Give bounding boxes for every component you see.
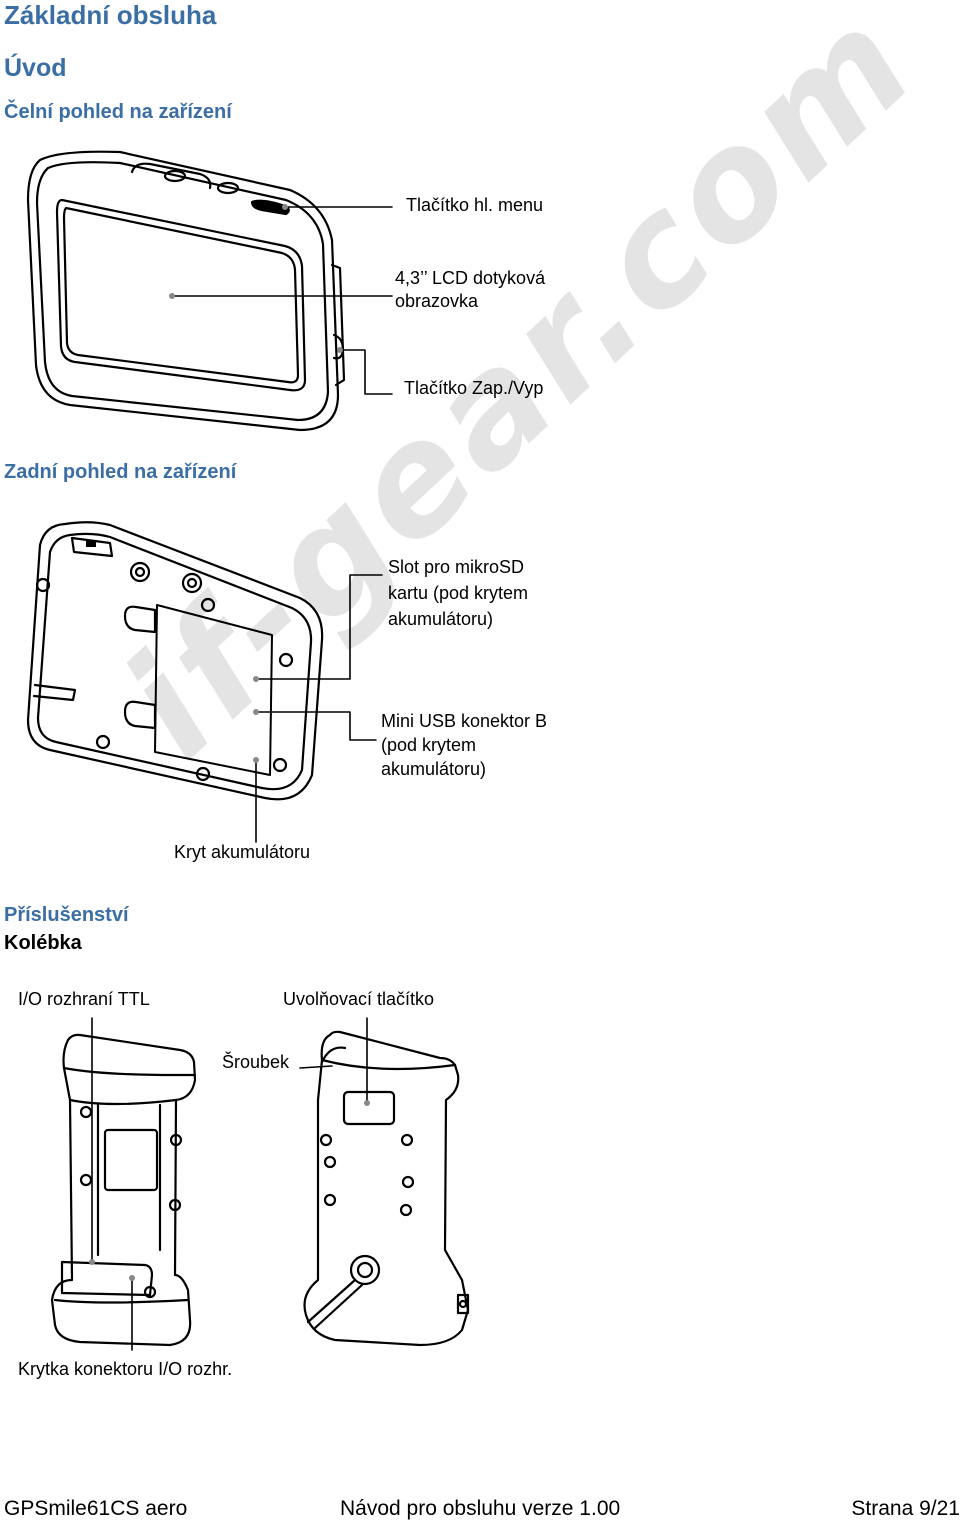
label-microsd-line1: Slot pro mikroSD xyxy=(388,557,525,577)
label-release-button: Uvolňovací tlačítko xyxy=(283,989,435,1009)
footer-product: GPSmile61CS aero xyxy=(4,1497,188,1520)
rear-device-illustration xyxy=(26,521,383,843)
chapter-title: Základní obsluha xyxy=(4,0,217,30)
label-usb-line2: (pod krytem xyxy=(381,735,477,755)
rear-view-heading: Zadní pohled na zařízení xyxy=(4,461,237,483)
label-menu-button: Tlačítko hl. menu xyxy=(406,195,544,215)
label-lcd-line1: 4,3’’ LCD dotyková xyxy=(395,268,546,288)
accessories-heading: Příslušenství xyxy=(4,904,129,926)
front-view-heading: Čelní pohled na zařízení xyxy=(4,101,232,123)
cradle-back-illustration xyxy=(299,1017,470,1347)
label-screw: Šroubek xyxy=(222,1052,290,1072)
label-io-ttl: I/O rozhraní TTL xyxy=(18,989,150,1009)
cradle-heading: Kolébka xyxy=(4,932,82,954)
label-usb-line1: Mini USB konektor B xyxy=(381,711,548,731)
cradle-front-illustration xyxy=(50,1017,197,1351)
label-power-button: Tlačítko Zap./Vyp xyxy=(404,378,544,398)
front-device-illustration xyxy=(26,150,393,432)
footer-page-number: Strana 9/21 xyxy=(851,1497,960,1520)
footer-manual: Návod pro obsluhu verze 1.00 xyxy=(340,1497,621,1520)
section-title: Úvod xyxy=(4,54,67,82)
label-usb-line3: akumulátoru) xyxy=(381,759,487,779)
label-battery-cover: Kryt akumulátoru xyxy=(174,842,311,862)
label-microsd-line2: kartu (pod krytem xyxy=(388,583,529,603)
label-microsd-line3: akumulátoru) xyxy=(388,609,494,629)
label-connector-cover: Krytka konektoru I/O rozhr. xyxy=(18,1359,233,1379)
label-lcd-line2: obrazovka xyxy=(395,291,479,311)
